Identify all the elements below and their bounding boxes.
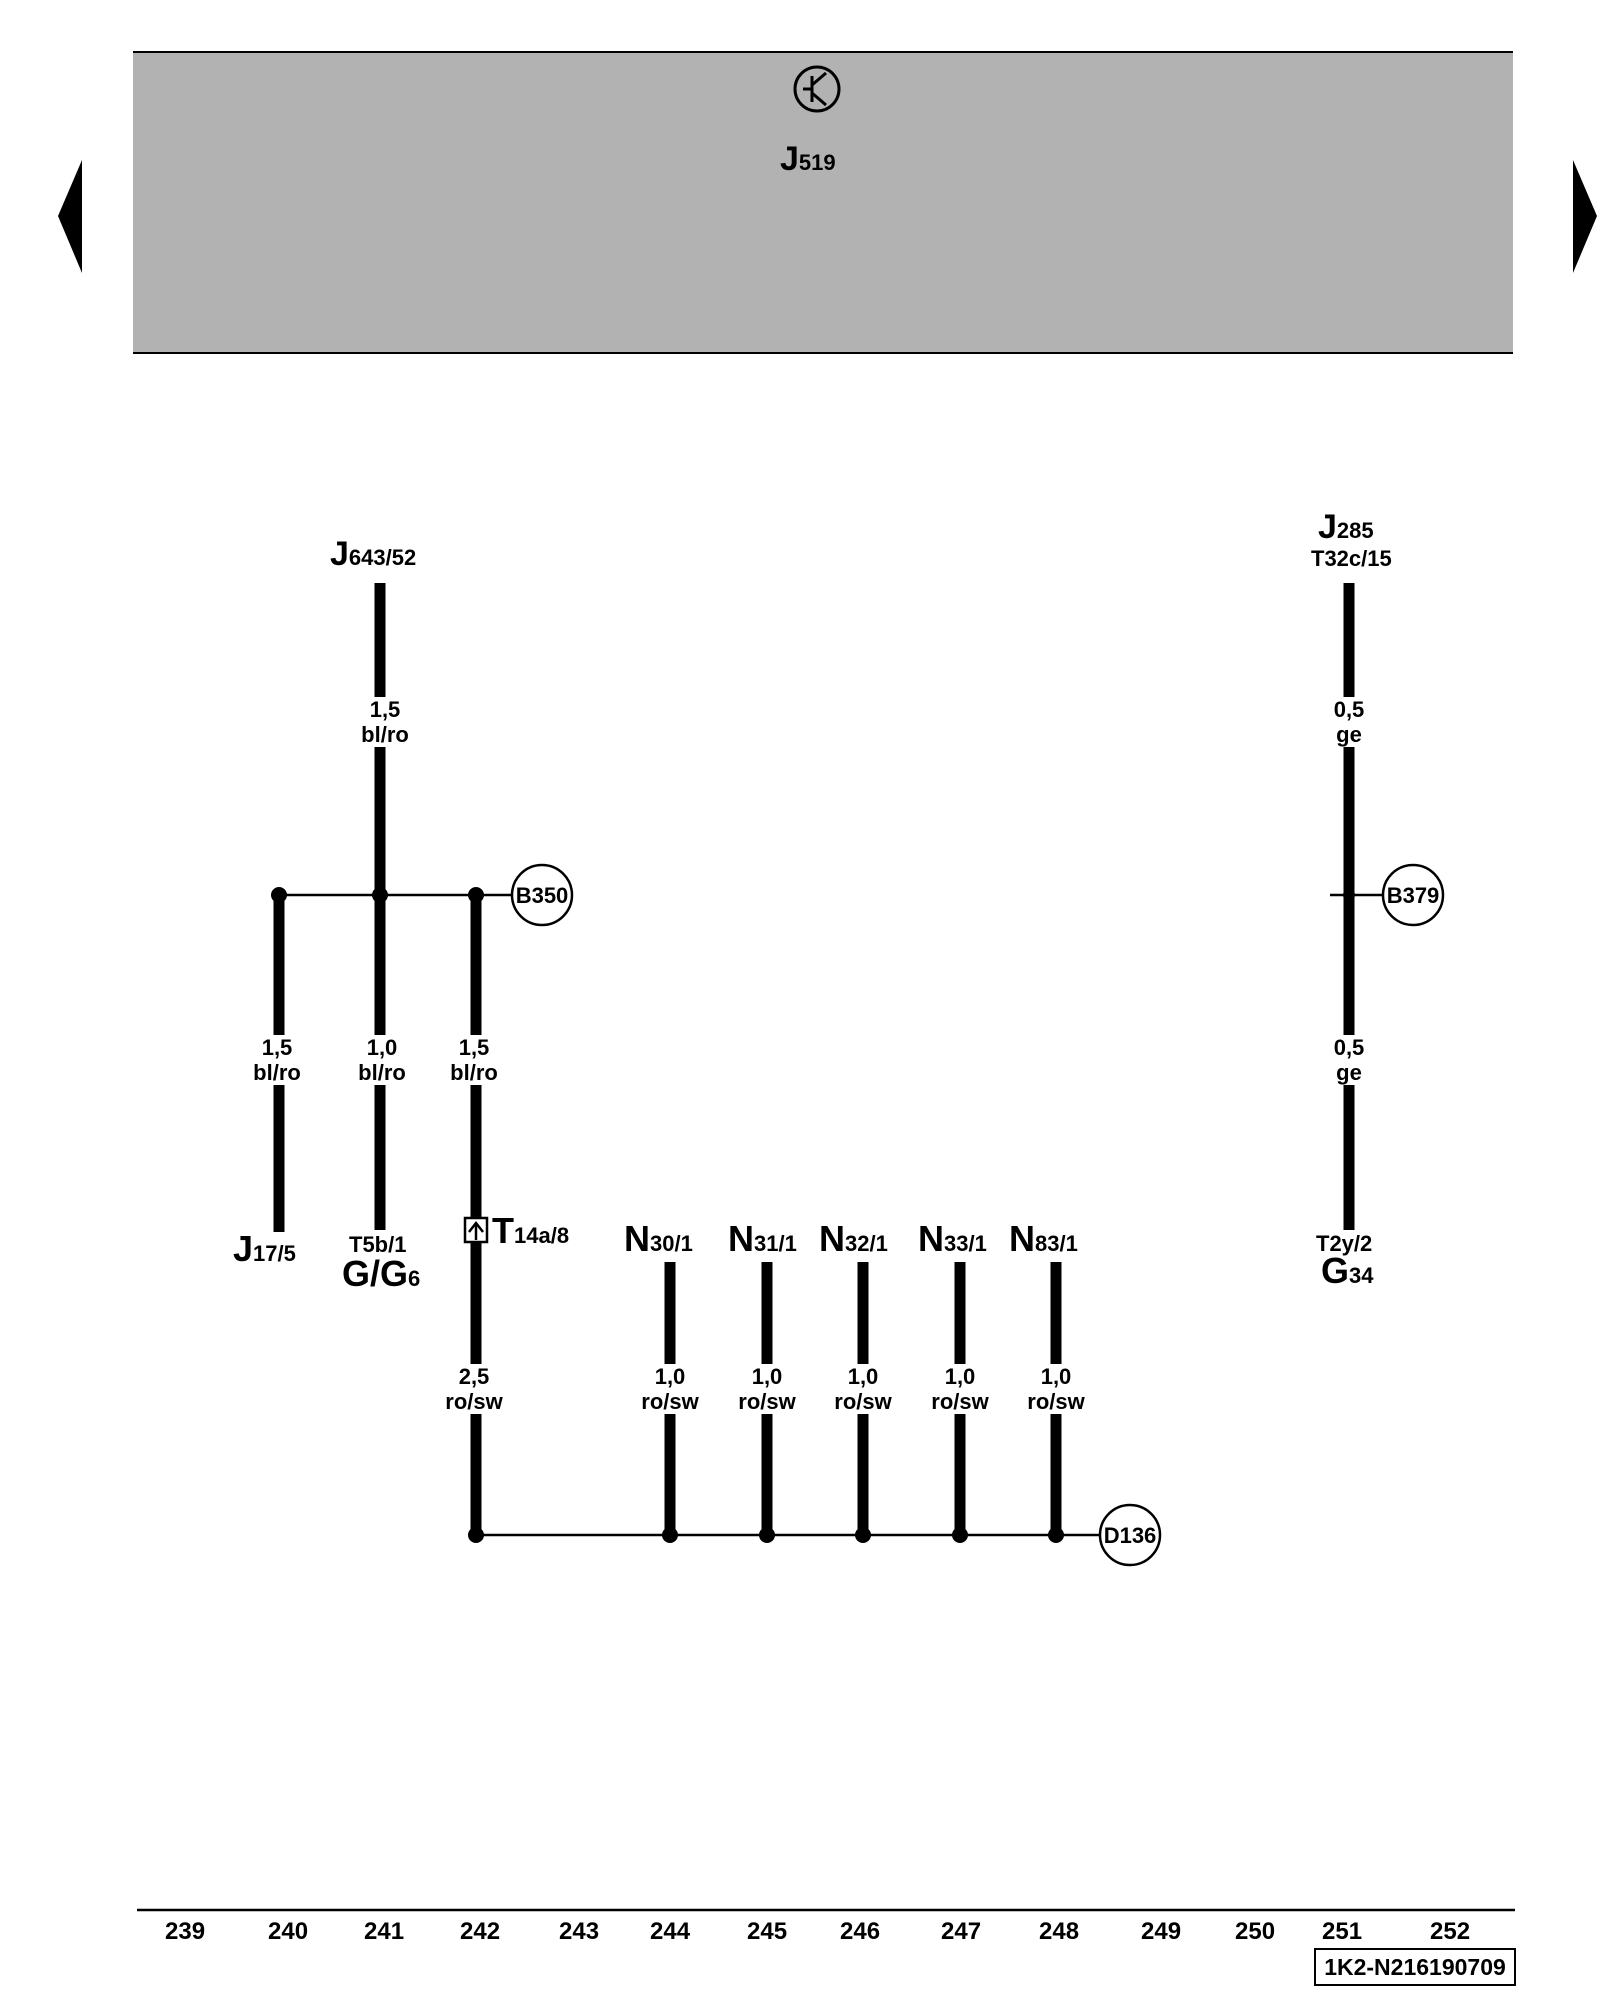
junction-dot <box>1343 889 1355 901</box>
node-b379: B379 <box>1387 883 1440 908</box>
junction-dot <box>662 1527 678 1543</box>
control-unit-band <box>133 125 1513 354</box>
document-id: 1K2-N216190709 <box>1314 1948 1516 1986</box>
connector-j17: J17/5 <box>233 1228 296 1269</box>
triangle-right-icon[interactable] <box>1573 160 1597 273</box>
header-symbol-band <box>133 51 1513 127</box>
column-number: 239 <box>165 1918 206 1945</box>
column-number: 243 <box>559 1918 600 1945</box>
connector-t2y-pin: T2y/2 <box>1316 1231 1373 1256</box>
control-unit-label: J519 <box>780 140 836 178</box>
column-number: 241 <box>364 1918 405 1945</box>
connector-t14a: T14a/8 <box>492 1210 570 1251</box>
node-b350: B350 <box>516 883 569 908</box>
column-number: 249 <box>1141 1918 1182 1945</box>
connector-n31: N31/1 <box>728 1218 797 1259</box>
connector-t5b-pin: T5b/1 <box>349 1232 407 1257</box>
connector-n83: N83/1 <box>1009 1218 1078 1259</box>
column-number: 240 <box>268 1918 309 1945</box>
connector-n32: N32/1 <box>819 1218 888 1259</box>
junction-dot <box>271 887 287 903</box>
column-number: 251 <box>1322 1918 1363 1945</box>
junction-dot <box>759 1527 775 1543</box>
junction-dot <box>1048 1527 1064 1543</box>
connector-j285: J285 <box>1318 508 1374 546</box>
node-circle-b350 <box>510 863 574 927</box>
connector-gg6: G/G6 <box>342 1253 421 1294</box>
column-number: 244 <box>650 1918 691 1945</box>
node-circle-d136 <box>1098 1503 1162 1567</box>
triangle-left-icon[interactable] <box>58 160 82 273</box>
node-circle-b379 <box>1381 863 1445 927</box>
connector-n33: N33/1 <box>918 1218 987 1259</box>
node-d136: D136 <box>1104 1523 1157 1548</box>
transistor-symbol-icon <box>793 65 841 113</box>
connector-n30: N30/1 <box>624 1218 693 1259</box>
junction-dot <box>468 887 484 903</box>
junction-dot <box>372 887 388 903</box>
connector-g34: G34 <box>1321 1250 1374 1291</box>
column-number: 245 <box>747 1918 788 1945</box>
connector-j643: J643/52 <box>330 535 417 573</box>
junction-dot <box>855 1527 871 1543</box>
junction-dot <box>468 1527 484 1543</box>
column-number: 247 <box>941 1918 982 1945</box>
column-number: 248 <box>1039 1918 1080 1945</box>
column-number: 242 <box>460 1918 501 1945</box>
connector-j285-pin: T32c/15 <box>1311 546 1392 571</box>
junction-dot <box>952 1527 968 1543</box>
column-number: 246 <box>840 1918 881 1945</box>
column-number: 252 <box>1430 1918 1471 1945</box>
column-number: 250 <box>1235 1918 1276 1945</box>
connector-plug-icon <box>463 1216 489 1244</box>
